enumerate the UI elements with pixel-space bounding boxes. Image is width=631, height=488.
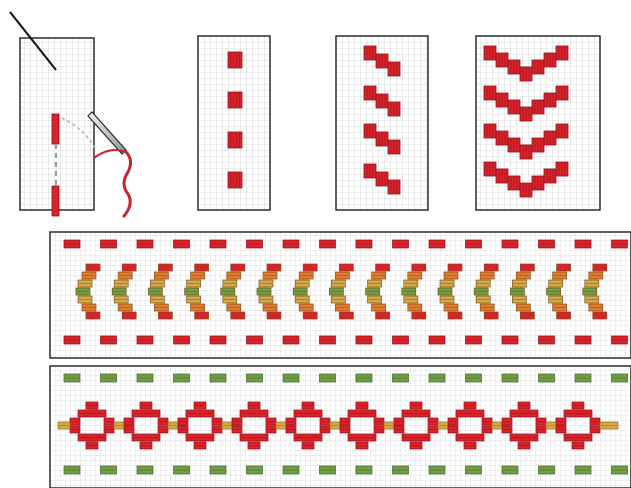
panel-needle-step <box>10 12 131 216</box>
panel-pattern-step-3 <box>476 36 600 210</box>
panel-pattern-step-1 <box>198 36 270 210</box>
stitch <box>228 52 242 68</box>
stitch <box>228 92 242 108</box>
thread-icon <box>124 152 131 216</box>
stitch <box>228 172 242 188</box>
panel-pattern-step-2 <box>336 36 428 210</box>
stitch <box>228 132 242 148</box>
band-chevron <box>50 232 631 358</box>
stitch <box>52 186 59 216</box>
stitch <box>52 114 59 144</box>
band-cross <box>50 366 631 488</box>
